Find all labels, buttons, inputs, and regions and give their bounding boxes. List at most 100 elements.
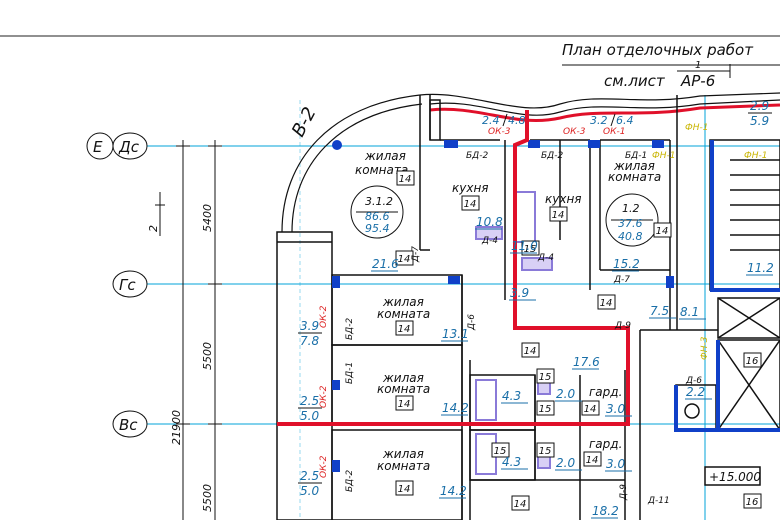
- room-names: жилая комната кухня кухня жилая комната …: [355, 149, 661, 473]
- door-code: Д-7: [411, 246, 421, 263]
- facade-code: ФН-1: [744, 151, 768, 161]
- opening-numerator: 2.5: [300, 394, 319, 408]
- apartment-total-1: 95.4: [365, 222, 390, 235]
- room-area-value: 7.5: [650, 304, 669, 318]
- door-code: БД-2: [466, 151, 488, 161]
- room-area-value: 11.0: [511, 239, 538, 253]
- room-area-value: 8.1: [680, 305, 699, 319]
- window-blocks: [332, 140, 674, 472]
- apartment-code-1: 3.1.2: [365, 195, 393, 208]
- opening-fraction: 2.95.9: [748, 99, 772, 128]
- room-tag-number: 14: [584, 404, 597, 415]
- room-area-value: 3.0: [606, 402, 625, 416]
- window-code: ОК-3: [488, 127, 511, 137]
- room-area-value: 3.0: [606, 457, 625, 471]
- axis-bubble-vs: [112, 410, 148, 438]
- room-area-value: 14.2: [442, 401, 469, 415]
- door-code: Д-11: [647, 496, 670, 506]
- room-area-value: 3.9: [510, 286, 529, 300]
- room-tag: 14: [653, 222, 672, 238]
- window-code: ОК-1: [603, 127, 625, 137]
- opening-numerator: 2.5: [300, 469, 319, 483]
- opening-denominator: 5.9: [750, 114, 769, 128]
- room-area-value: 17.6: [573, 355, 600, 369]
- room-tag: 14: [597, 294, 616, 310]
- door-code: Д-4: [481, 236, 498, 246]
- curved-facade: [281, 92, 780, 233]
- dim-21900: 21900: [170, 410, 183, 445]
- room-area-value: 2.2: [686, 385, 705, 399]
- sheet-ref-prefix: см.лист: [604, 72, 666, 90]
- room-name-living-2a: жилая: [613, 159, 655, 173]
- room-area-value: 4.3: [502, 455, 521, 469]
- room-tag: 14: [583, 451, 602, 467]
- opening-denominator: 4.8: [508, 114, 526, 127]
- room-tag: 14: [461, 195, 480, 211]
- room-tag: 15: [536, 400, 555, 416]
- sheet-superscript: 1: [695, 60, 701, 71]
- room-tag: 15: [536, 442, 555, 458]
- room-area-value: 10.8: [476, 215, 503, 229]
- room-area-value: 2.0: [556, 387, 575, 401]
- opening-fraction: 2.55.0: [298, 394, 322, 423]
- section-label: В-2: [288, 104, 321, 141]
- axis-markers: Е Дс Гс Вс: [86, 132, 148, 438]
- core-walls: [674, 140, 780, 432]
- room-area-value: 15.2: [613, 257, 640, 271]
- door-code: Д-9: [619, 484, 629, 501]
- room-tag: 15: [491, 442, 510, 458]
- apartment-total-2: 40.8: [618, 230, 643, 243]
- door-code: БД-1: [625, 151, 647, 161]
- room-tag: 14: [395, 480, 414, 496]
- facade-code: ФН-1: [685, 123, 709, 133]
- room-area-value: 11.2: [747, 261, 774, 275]
- room-tag: 14: [549, 206, 568, 222]
- room-tag-number: 14: [656, 226, 669, 237]
- room-tag-number: 14: [552, 210, 565, 221]
- room-tag: 14: [521, 342, 540, 358]
- door-code: БД-2: [541, 151, 563, 161]
- door-code: Д-6: [685, 376, 702, 386]
- room-tag: 14: [395, 320, 414, 336]
- room-name-living-1a: жилая: [364, 149, 406, 163]
- room-tag-number: 14: [398, 254, 411, 265]
- opening-numerator: 2.4: [482, 114, 500, 127]
- room-tag-number: 14: [514, 499, 527, 510]
- window-code: ОК-2: [319, 385, 329, 408]
- door-code: Д-7: [613, 275, 630, 285]
- axis-label-vs: Вс: [119, 416, 138, 434]
- door-code: Д-9: [614, 321, 631, 331]
- window-code: ОК-2: [319, 305, 329, 328]
- room-name-kitchen-1: кухня: [452, 181, 489, 195]
- room-tag-number: 14: [398, 484, 411, 495]
- room-name-living-4b: комната: [377, 382, 430, 396]
- door-code: БД-2: [345, 318, 355, 340]
- room-tag-number: 15: [524, 244, 537, 255]
- opening-numerator: 3.9: [300, 319, 319, 333]
- room-tag-number: 14: [464, 199, 477, 210]
- sheet-ref: АР-6: [680, 72, 715, 90]
- room-name-living-4a: жилая: [382, 371, 424, 385]
- room-name-corridor-1: гард.: [589, 385, 622, 399]
- opening-denominator: 6.4: [616, 114, 634, 127]
- room-name-corridor-2: гард.: [589, 437, 622, 451]
- apartment-area-1: 86.6: [365, 210, 390, 223]
- room-name-living-1b: комната: [355, 163, 408, 177]
- room-area-value: 21.6: [372, 257, 399, 271]
- opening-fraction: 2.4 4.8: [482, 113, 526, 127]
- door-code: БД-2: [345, 470, 355, 492]
- apartment-code-2: 1.2: [622, 202, 640, 215]
- room-tag: 16: [743, 493, 762, 509]
- room-area-value: 18.2: [592, 504, 619, 518]
- room-tag: 14: [511, 495, 530, 511]
- room-name-living-5a: жилая: [382, 447, 424, 461]
- dim-5500-a: 5500: [201, 342, 214, 370]
- door-code: БД-1: [345, 362, 355, 384]
- renovation-boundary: [277, 110, 630, 426]
